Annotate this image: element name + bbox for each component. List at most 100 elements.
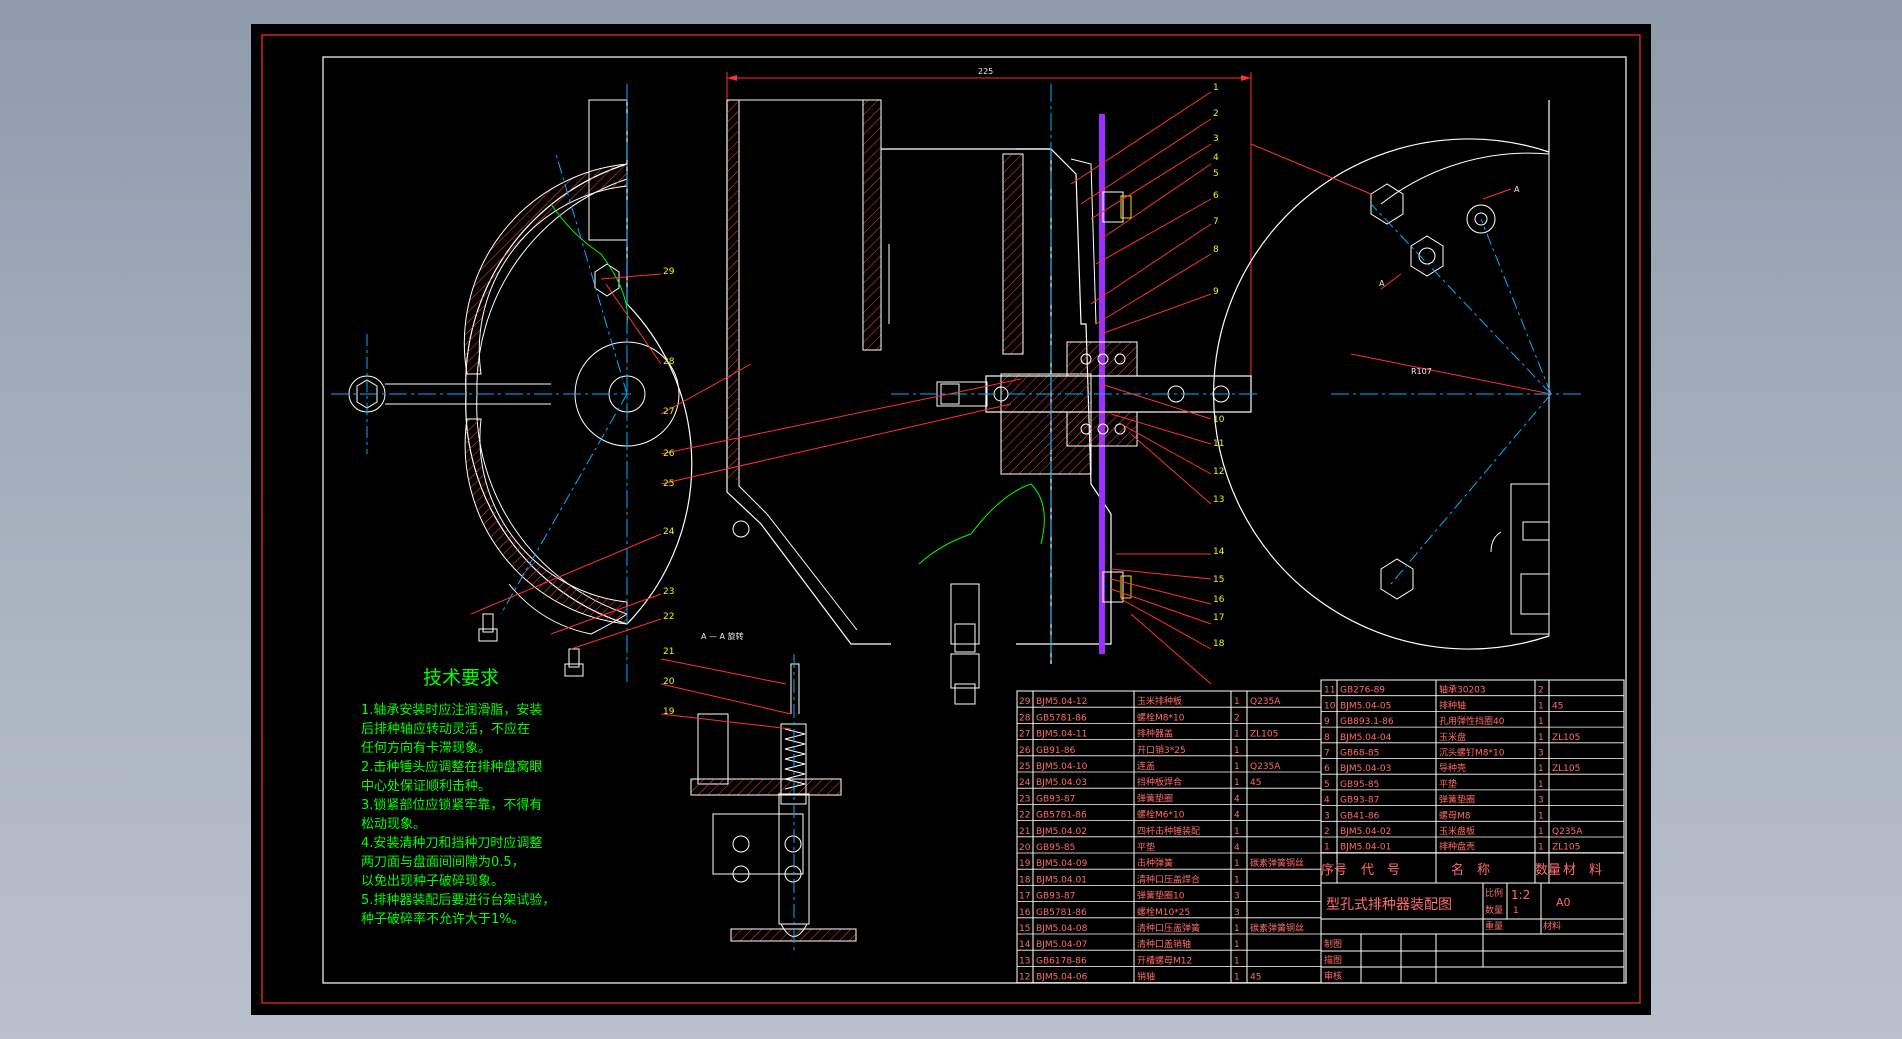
balloon-3: 3 (1213, 134, 1219, 144)
balloon-17: 17 (1213, 613, 1224, 623)
bom-left-cell-qty: 1 (1234, 746, 1240, 756)
bom-left-cell-no: 26 (1019, 746, 1031, 756)
balloon-7: 7 (1213, 217, 1219, 227)
bom-left-cell-qty: 1 (1234, 778, 1240, 788)
scale-label: 比例 (1485, 887, 1503, 899)
bom-left-cell-qty: 1 (1234, 762, 1240, 772)
balloon-24: 24 (663, 527, 675, 537)
bom-left-cell-no: 14 (1019, 940, 1031, 950)
dimension-225: 225 (978, 67, 993, 76)
bom-left-cell-code: GB95-85 (1036, 843, 1075, 853)
bom-left-cell-code: GB91-86 (1036, 746, 1076, 756)
balloon-20: 20 (663, 677, 675, 687)
balloon-labels-left: 29 28 27 26 25 24 23 22 21 20 19 (663, 267, 675, 717)
bom-left-cell-name: 弹簧垫圈 (1137, 792, 1173, 804)
bom-left-cell-qty: 4 (1234, 794, 1240, 804)
bom-left-cell-qty: 1 (1234, 827, 1240, 837)
bom-left-cell-mat: 45 (1250, 778, 1261, 788)
bom-right-cell-qty: 1 (1538, 733, 1544, 743)
bom-left-cell-name: 螺栓M6*10 (1137, 809, 1185, 821)
bom-left-cell-code: BJM5.04-08 (1036, 924, 1088, 934)
bom-left-cell-no: 23 (1019, 794, 1030, 804)
bom-right-cell-qty: 2 (1538, 686, 1544, 696)
bom-right-cell-qty: 3 (1538, 796, 1544, 806)
bom-right-cell-qty: 1 (1538, 827, 1544, 837)
bom-left-cell-no: 18 (1019, 875, 1031, 885)
bom-right-cell-qty: 1 (1538, 811, 1544, 821)
detail-a-a-view (690, 654, 857, 954)
bom-right-cell-mat: ZL105 (1552, 843, 1580, 853)
bom-right-cell-no: 5 (1324, 780, 1330, 790)
bom-left-cell-qty: 1 (1234, 730, 1240, 740)
bom-left-cell-code: BJM5.04.03 (1036, 778, 1087, 788)
balloon-19: 19 (663, 707, 675, 717)
balloon-22: 22 (663, 612, 674, 622)
balloon-2: 2 (1213, 109, 1219, 119)
bom-right-cell-no: 1 (1324, 843, 1330, 853)
balloon-14: 14 (1213, 547, 1225, 557)
bom-right-cell-mat: ZL105 (1552, 733, 1580, 743)
tech-req-line: 3.锁紧部位应锁紧牢靠，不得有 (361, 797, 542, 813)
leader-lines (470, 91, 1372, 730)
bom-left-cell-name: 清种口压盖弹簧 (1137, 922, 1200, 934)
bom-left-cell-name: 清种口压盖焊合 (1137, 873, 1200, 885)
bom-left-cell-qty: 1 (1234, 875, 1240, 885)
bom-right-cell-code: GB68-85 (1340, 749, 1379, 759)
balloon-8: 8 (1213, 245, 1219, 255)
title-block (1320, 882, 1625, 984)
bom-left-cell-mat: 碳素弹簧钢丝 (1250, 922, 1304, 934)
tech-req-line: 后排种轴应转动灵活，不应在 (361, 721, 530, 737)
bom-left-cell-no: 12 (1019, 973, 1030, 983)
bom-left-cell-mat: 碳素弹簧钢丝 (1250, 857, 1304, 869)
section-label: A — A 旋转 (701, 631, 744, 641)
balloon-26: 26 (663, 449, 675, 459)
bom-right-cell-code: BJM5.04-03 (1340, 764, 1391, 774)
bom-right-cell-no: 2 (1324, 827, 1330, 837)
bom-left-cell-name: 连盖 (1137, 760, 1155, 772)
balloon-labels-center: 1 2 3 4 5 6 7 8 9 10 11 12 13 14 15 16 1… (1213, 83, 1225, 649)
inner-frame (322, 56, 1627, 984)
balloon-16: 16 (1213, 595, 1225, 605)
bom-right-cell-name: 孔用弹性挡圈40 (1439, 715, 1505, 727)
bom-left-cell-name: 击种弹簧 (1137, 857, 1173, 869)
view-mark-a-top: A (1514, 185, 1520, 194)
balloon-11: 11 (1213, 439, 1224, 449)
tech-req-line: 中心处保证顺利击种。 (361, 779, 491, 794)
balloon-10: 10 (1213, 415, 1225, 425)
bom-right-cell-name: 轴承30203 (1439, 684, 1486, 696)
bom-right-cell-qty: 3 (1538, 749, 1544, 759)
center-section-view (726, 72, 1261, 705)
bom-left-cell-no: 13 (1019, 956, 1030, 966)
bom-right-cell-name: 玉米盘 (1439, 731, 1466, 743)
bom-right-cell-no: 11 (1324, 686, 1335, 696)
bom-left-cell-name: 玉米排种板 (1137, 695, 1182, 707)
bom-right-cell-name: 螺母M8 (1439, 810, 1471, 821)
bom-left-cell-code: BJM5.04.01 (1036, 875, 1087, 885)
bom-left-cell-qty: 1 (1234, 956, 1240, 966)
bom-right-cell-no: 10 (1324, 701, 1336, 711)
balloon-27: 27 (663, 407, 674, 417)
bom-right-cell-mat: 45 (1552, 701, 1563, 711)
drawn-label: 制图 (1324, 938, 1342, 950)
bom-header-qty: 数量 (1535, 863, 1561, 878)
bom-right-cell-no: 6 (1324, 764, 1330, 774)
balloon-4: 4 (1213, 153, 1219, 163)
bom-left-cell-code: BJM5.04-10 (1036, 762, 1088, 772)
bom-right-cell-no: 7 (1324, 749, 1330, 759)
balloon-12: 12 (1213, 467, 1224, 477)
bom-left-cell-qty: 1 (1234, 859, 1240, 869)
bom-left-cell-code: BJM5.04-06 (1036, 973, 1088, 983)
tech-req-line: 1.轴承安装时应注润滑脂，安装 (361, 702, 542, 718)
balloon-28: 28 (663, 357, 675, 367)
bom-left-cell-mat: ZL105 (1250, 730, 1278, 740)
outer-frame (261, 34, 1641, 1004)
bom-left-cell-name: 开口销3*25 (1137, 744, 1186, 756)
assembly-drawing: R107 A A A — A 旋转 (261, 34, 1641, 1004)
bom-right-cell-no: 8 (1324, 733, 1330, 743)
balloon-21: 21 (663, 647, 674, 657)
tech-req-title: 技术要求 (423, 667, 499, 689)
bom-left-cell-no: 25 (1019, 762, 1030, 772)
weight-label: 重量 (1485, 920, 1503, 932)
